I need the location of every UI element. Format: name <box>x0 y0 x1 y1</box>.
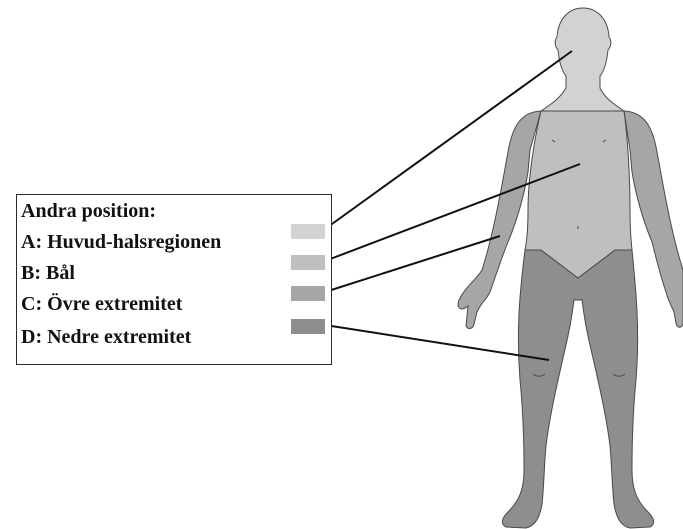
leader-line-d <box>325 325 549 360</box>
legend-swatch-d <box>291 319 325 334</box>
legend-item-c-label: C: Övre extremitet <box>21 292 182 316</box>
legend-swatch-c <box>291 286 325 301</box>
trunk-region <box>525 88 632 278</box>
legend-item-d-label: D: Nedre extremitet <box>21 325 191 349</box>
lower-body <box>502 250 653 528</box>
legend-swatch-b <box>291 255 325 270</box>
legend-swatch-a <box>291 224 325 239</box>
legend-item-b-label: B: Bål <box>21 261 75 285</box>
legend-box: Andra position: A: Huvud-halsregionen B:… <box>16 194 332 365</box>
legend-item-a-label: A: Huvud-halsregionen <box>21 230 221 254</box>
lower-extremity-region <box>502 250 653 528</box>
head-neck-region <box>541 8 624 111</box>
legend-title: Andra position: <box>21 199 156 223</box>
